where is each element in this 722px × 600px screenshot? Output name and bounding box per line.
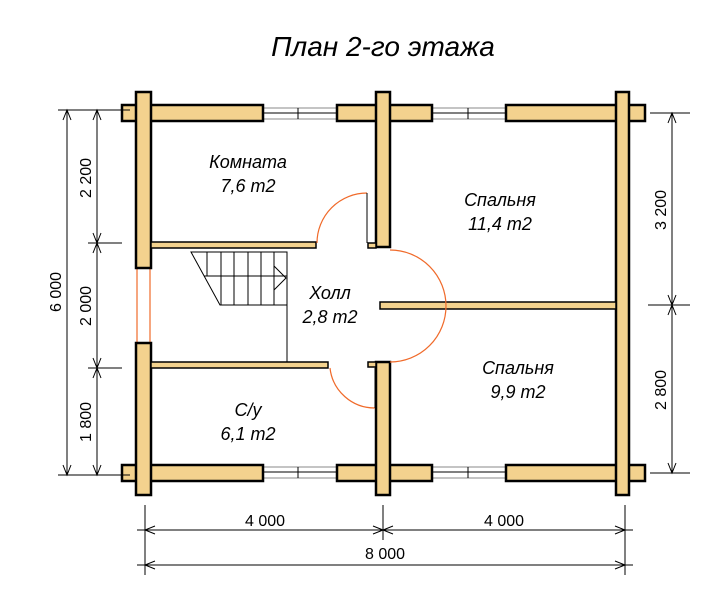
dim-left-part: 2 000 <box>78 286 95 326</box>
room-komnata: Комната 7,6 m2 <box>209 152 287 196</box>
dim-left-part: 1 800 <box>78 402 95 442</box>
dim-right-part: 3 200 <box>653 190 670 230</box>
room-name: С/у <box>235 400 263 420</box>
dim-bottom-part: 4 000 <box>245 513 285 530</box>
room-name: Спальня <box>482 358 554 378</box>
dimensions-bottom: 4 000 4 000 8 000 <box>137 505 633 575</box>
room-area: 11,4 m2 <box>468 214 532 234</box>
room-holl: Холл 2,8 m2 <box>301 283 357 327</box>
dim-left-total: 6 000 <box>48 272 65 312</box>
staircase <box>190 251 288 362</box>
room-name: Холл <box>308 283 351 303</box>
dim-bottom-part: 4 000 <box>484 513 524 530</box>
exterior-walls <box>120 90 647 497</box>
room-area: 6,1 m2 <box>220 424 275 444</box>
windows <box>136 107 507 479</box>
interior-walls <box>150 241 617 369</box>
room-area: 2,8 m2 <box>301 307 357 327</box>
doors <box>316 192 447 409</box>
room-area: 7,6 m2 <box>220 176 275 196</box>
dim-right-part: 2 800 <box>653 370 670 410</box>
plan-title: План 2-го этажа <box>271 31 495 62</box>
room-area: 9,9 m2 <box>490 382 545 402</box>
dim-left-part: 2 200 <box>78 158 95 198</box>
room-spalnya-1: Спальня 11,4 m2 <box>464 190 536 234</box>
dimensions-left: 6 000 2 200 2 000 1 800 <box>48 108 130 477</box>
dim-bottom-total: 8 000 <box>365 546 405 563</box>
room-bathroom: С/у 6,1 m2 <box>220 400 275 444</box>
dimensions-right: 3 200 2 800 <box>648 111 690 475</box>
room-name: Спальня <box>464 190 536 210</box>
room-name: Комната <box>209 152 287 172</box>
room-spalnya-2: Спальня 9,9 m2 <box>482 358 554 402</box>
